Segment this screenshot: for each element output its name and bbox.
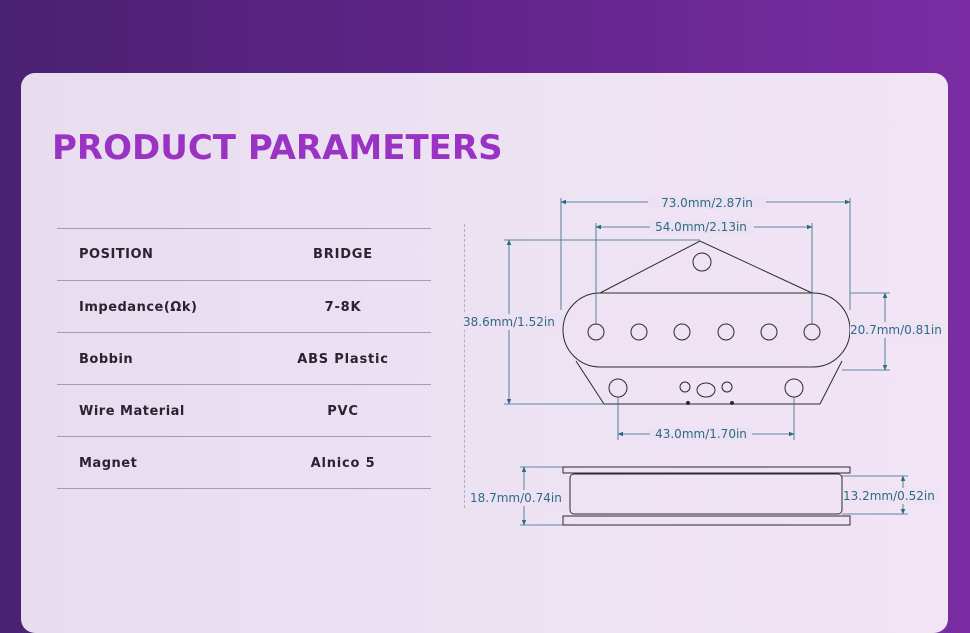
baseplate-outline: [599, 240, 813, 294]
page-title: PRODUCT PARAMETERS: [52, 128, 503, 168]
param-value: 7-8K: [324, 300, 362, 315]
pickup-top-view: [562, 240, 851, 405]
param-row-bobbin: Bobbin ABS Plastic: [57, 332, 431, 384]
dimension-labels: 73.0mm/2.87in 54.0mm/2.13in 38.6mm/1.52i…: [462, 195, 946, 506]
wire-hole: [696, 382, 716, 398]
param-value: Alnico 5: [310, 456, 376, 471]
param-value: ABS Plastic: [297, 352, 389, 367]
solder-dot: [730, 401, 734, 405]
solder-dot: [686, 401, 690, 405]
param-row-impedance: Impedance(Ωk) 7-8K: [57, 280, 431, 332]
param-label: Magnet: [79, 456, 138, 471]
dim-overall-height-label: 38.6mm/1.52in: [463, 315, 555, 329]
pole-piece: [630, 323, 648, 341]
param-value: BRIDGE: [313, 247, 373, 262]
dim-mount-spacing-label: 43.0mm/1.70in: [655, 427, 747, 441]
baseplate-lower-outline: [575, 360, 843, 405]
dim-pole-spacing-label: 54.0mm/2.13in: [655, 220, 747, 234]
param-label: Bobbin: [79, 352, 134, 367]
section-divider: [464, 224, 465, 508]
pickup-dimension-diagram: 73.0mm/2.87in 54.0mm/2.13in 38.6mm/1.52i…: [462, 195, 946, 526]
bobbin-outline: [562, 292, 851, 368]
mount-hole-left: [608, 378, 628, 398]
top-mount-hole: [692, 252, 712, 272]
pickup-side-view: [562, 466, 851, 526]
wire-hole: [721, 381, 733, 393]
dim-overall-width-label: 73.0mm/2.87in: [661, 196, 753, 210]
param-row-position: POSITION BRIDGE: [57, 228, 431, 280]
pole-piece: [760, 323, 778, 341]
side-top-flange: [562, 466, 851, 474]
param-label: Wire Material: [79, 404, 185, 419]
param-label: POSITION: [79, 247, 154, 262]
param-row-magnet: Magnet Alnico 5: [57, 436, 431, 489]
pole-piece: [717, 323, 735, 341]
wire-hole: [679, 381, 691, 393]
parameters-table: POSITION BRIDGE Impedance(Ωk) 7-8K Bobbi…: [57, 228, 431, 489]
dim-bobbin-height-label: 20.7mm/0.81in: [850, 323, 942, 337]
dim-side-total-label: 18.7mm/0.74in: [470, 491, 562, 505]
pole-piece: [673, 323, 691, 341]
dim-side-bobbin-label: 13.2mm/0.52in: [843, 489, 935, 503]
side-bottom-flange: [562, 515, 851, 526]
side-bobbin: [569, 473, 843, 515]
mount-hole-right: [784, 378, 804, 398]
param-value: PVC: [327, 404, 359, 419]
param-label: Impedance(Ωk): [79, 300, 198, 315]
param-row-wire-material: Wire Material PVC: [57, 384, 431, 436]
